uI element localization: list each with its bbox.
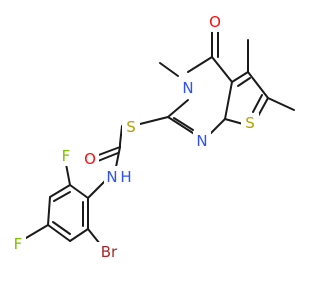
atom-label-s-thiophene: S: [245, 114, 255, 132]
bond-c4a-c5: [231, 71, 249, 83]
atom-br: Br: [96, 242, 122, 262]
atom-label-f-left: F: [14, 235, 23, 253]
atom-s-thiophene: S: [241, 113, 259, 133]
atom-layer: O N N S S O N H F: [10, 12, 259, 262]
bond-c2-n1-double: [173, 117, 194, 131]
bond-n-aryl: [87, 179, 107, 199]
atom-f-top: F: [58, 146, 74, 166]
bond-s-ch2: [119, 125, 123, 145]
bond-n3-methyl: [159, 62, 179, 77]
atom-label-n1: N: [196, 132, 207, 150]
bond-c2-n1: [167, 116, 197, 136]
atom-o-amide: O: [81, 149, 99, 169]
atom-o-ring: O: [206, 12, 224, 32]
bond-c4a-c5-double: [237, 77, 251, 87]
bond-carbonyl-o-double: [97, 152, 119, 162]
bond-ar2-ar3-double: [53, 191, 71, 202]
bond-ar4-ar5: [47, 224, 71, 242]
atom-n1: N: [193, 131, 211, 151]
atom-s-thioether: S: [122, 117, 140, 137]
atom-n3: N: [179, 78, 197, 98]
bond-ar4-f: [25, 224, 49, 239]
atom-label-br: Br: [101, 243, 118, 261]
bond-c7a-c4a: [224, 81, 233, 120]
atom-label-h-amide: H: [120, 168, 131, 186]
bond-ar3-ar4: [47, 196, 51, 226]
atom-label-s-thioether: S: [126, 118, 136, 136]
bond-c6-s-double: [252, 94, 263, 113]
bond-carbonyl-o: [95, 146, 121, 157]
bond-c4-n3: [187, 56, 213, 73]
bond-ar6-br: [87, 228, 101, 245]
bond-ar1-ar2: [69, 184, 89, 199]
atom-n-amide: N H: [104, 166, 136, 188]
bond-ar4-ar5-double: [52, 221, 71, 235]
atom-f-left: F: [10, 234, 26, 254]
bond-s-c7a: [224, 118, 244, 125]
bond-c2-s: [139, 116, 169, 125]
atom-label-n-amide: N: [106, 168, 117, 186]
bond-ar5-ar6: [69, 228, 89, 242]
bond-c4a-c4: [211, 56, 233, 83]
atom-label-o-ring: O: [209, 13, 221, 31]
bond-ar2-f: [65, 163, 71, 186]
atom-label-o-amide: O: [84, 150, 96, 168]
bond-c5-c6: [247, 71, 269, 99]
bond-c6-methyl: [267, 97, 295, 111]
bond-ar2-ar3: [49, 184, 71, 198]
atom-label-f-top: F: [62, 147, 71, 165]
bond-n3-c2: [167, 99, 189, 118]
bond-layer: [25, 30, 295, 245]
atom-label-n3: N: [182, 79, 193, 97]
molecule-structure: O N N S S O N H F: [10, 12, 295, 262]
